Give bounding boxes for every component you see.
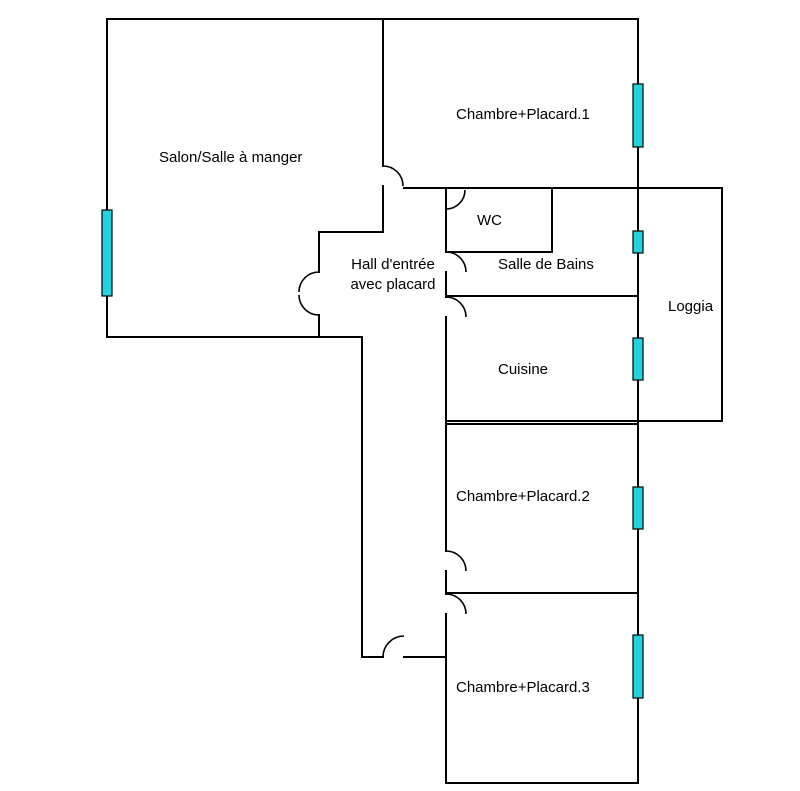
room-label-chambre2: Chambre+Placard.2 [456,488,590,505]
window-chambre2 [632,486,644,530]
door-hall-closet-bottom [445,296,467,318]
walls [106,18,723,784]
door-chambre2 [445,550,467,572]
room-label-hall: Hall d'entrée avec placard [340,255,446,295]
room-label-wc: WC [477,212,502,229]
window-chambre1 [632,83,644,148]
window-cuisine [632,337,644,381]
room-label-salon: Salon/Salle à manger [159,149,303,166]
room-label-loggia: Loggia [668,298,714,315]
windows [101,83,644,699]
door-placard-left-a [298,271,320,293]
door-salon-hall [382,165,404,187]
window-sdb [632,230,644,254]
doors [298,165,467,658]
room-label-hall-line1: Hall d'entrée [351,256,435,273]
room-label-chambre3: Chambre+Placard.3 [456,679,590,696]
window-chambre3 [632,634,644,699]
room-label-cuisine: Cuisine [498,361,549,378]
door-entrance [382,635,405,658]
window-salon [101,209,113,297]
door-placard-left-b [298,294,320,316]
room-label-hall-line2: avec placard [350,276,436,293]
door-sdb [445,251,467,273]
room-label-chambre1: Chambre+Placard.1 [456,106,590,123]
door-wc [445,189,466,210]
door-chambre3 [445,593,467,615]
room-label-sdb: Salle de Bains [498,256,594,273]
